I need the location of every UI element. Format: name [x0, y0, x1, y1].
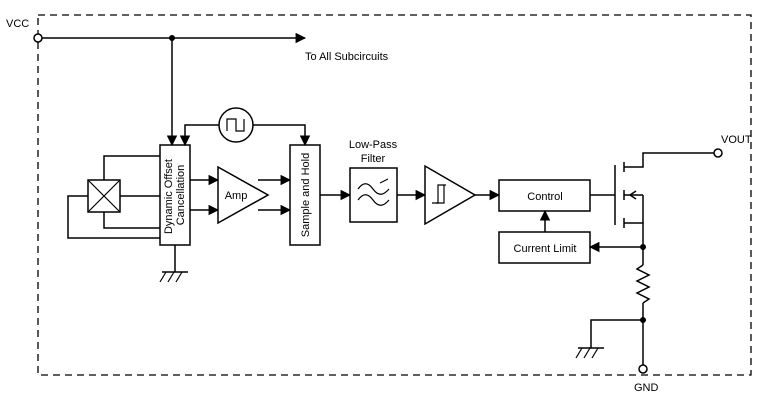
clock-oscillator	[179, 107, 311, 147]
vcc-label: VCC	[6, 18, 29, 30]
hall-element	[87, 179, 121, 213]
dynamic-offset-cancellation-block: Dynamic Offset Cancellation	[159, 144, 191, 246]
control-label: Control	[527, 191, 562, 203]
sense-path	[588, 223, 651, 365]
to-all-subcircuits-label: To All Subcircuits	[305, 51, 389, 63]
lowpass-label-line2: Filter	[361, 153, 386, 165]
vcc-rail	[33, 32, 307, 147]
device-boundary	[37, 14, 752, 376]
sample-and-hold-block: Sample and Hold	[289, 144, 321, 246]
control-block: Control	[498, 179, 591, 212]
gnd-label: GND	[634, 382, 659, 394]
gnd-pin[interactable]	[638, 364, 648, 374]
svg-text:Dynamic Offset Cancellat: Dynamic Offset Cancellation	[163, 156, 187, 234]
hall-wiring	[67, 155, 160, 239]
amp-label: Amp	[225, 190, 248, 202]
current-limit-block: Current Limit	[498, 231, 591, 264]
vcc-pin[interactable]	[33, 33, 43, 43]
sample-hold-label: Sample and Hold	[300, 153, 312, 237]
amp-block: Amp	[217, 165, 270, 225]
ground-symbol-doc	[159, 245, 188, 283]
doc-label-line1: Dynamic Offset	[163, 159, 175, 234]
doc-label-line2: Cancellation	[175, 165, 187, 226]
lowpass-label-line1: Low-Pass	[349, 139, 398, 151]
current-limit-label: Current Limit	[514, 243, 577, 255]
schmitt-trigger-block	[424, 164, 477, 226]
low-pass-filter-block	[349, 167, 398, 223]
output-mosfet	[614, 152, 718, 228]
vout-label: VOUT	[721, 134, 752, 146]
ground-symbol-output	[575, 319, 643, 359]
vout-pin[interactable]	[713, 148, 723, 158]
